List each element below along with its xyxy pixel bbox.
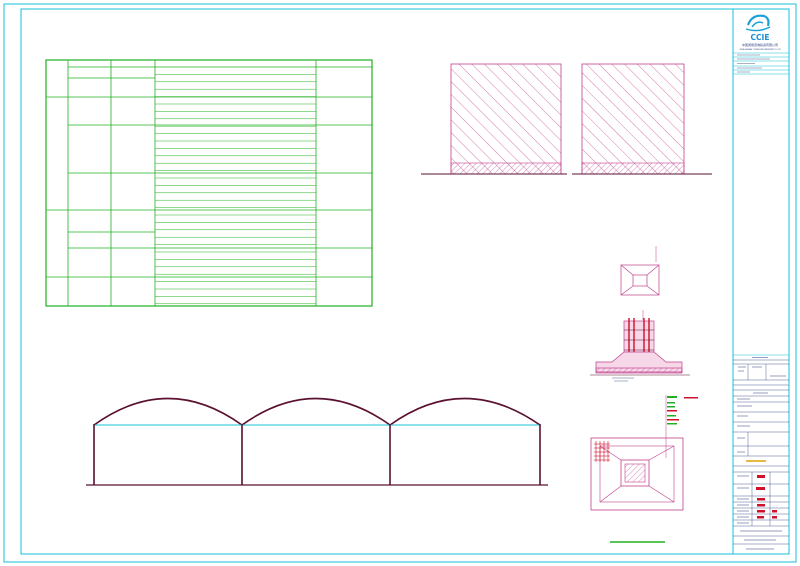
elevation-right-base bbox=[581, 162, 685, 175]
title-block-lower-strokes bbox=[737, 357, 786, 550]
company-name-en: CHINA GENERAL CONSULTING INVESTMENT CO.,… bbox=[739, 48, 781, 51]
company-name-cn: 中国通用咨询投资有限公司 bbox=[742, 42, 778, 47]
inner-border bbox=[20, 8, 790, 555]
wall-elevation-views bbox=[421, 63, 712, 175]
elevation-left-panel bbox=[450, 63, 562, 175]
schedule-table bbox=[45, 59, 373, 307]
foundation-detail bbox=[590, 395, 698, 543]
title-block-upper-rows bbox=[733, 52, 789, 356]
footing-plan-small bbox=[620, 246, 660, 296]
logo-text: CCIE bbox=[751, 33, 770, 42]
elevation-right-panel bbox=[581, 63, 685, 175]
rebar-callouts bbox=[667, 396, 698, 425]
signature-stamps bbox=[756, 475, 777, 519]
title-block-lower-grid bbox=[733, 359, 789, 545]
rebar-grid-inset bbox=[594, 441, 610, 462]
title-block: CCIE 中国通用咨询投资有限公司 CHINA GENERAL CONSULTI… bbox=[732, 9, 789, 554]
outer-border bbox=[3, 3, 797, 563]
company-logo-icon bbox=[745, 14, 771, 32]
elevation-left-base bbox=[450, 162, 562, 175]
greenhouse-elevation bbox=[86, 397, 548, 486]
table-row-lines bbox=[155, 74, 316, 305]
title-block-upper-strokes bbox=[737, 54, 770, 73]
footing-section bbox=[590, 310, 690, 382]
